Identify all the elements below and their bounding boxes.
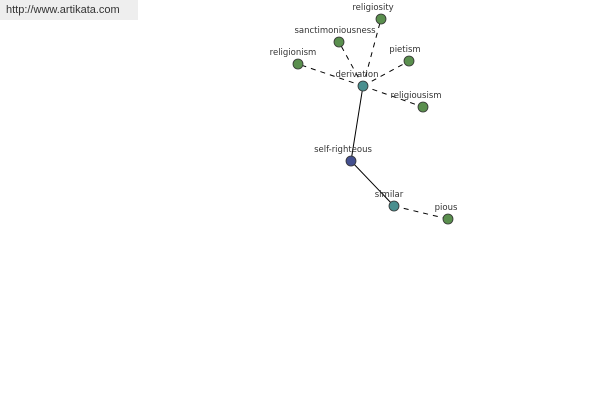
node-label-similar[interactable]: similar — [375, 190, 404, 200]
node-sanctimoniousness[interactable]: sanctimoniousness — [294, 26, 376, 48]
node-label-religionism[interactable]: religionism — [270, 48, 317, 58]
node-religiousism[interactable]: religiousism — [390, 91, 442, 113]
node-marker-self-righteous[interactable] — [345, 155, 357, 167]
node-marker-religionism[interactable] — [292, 58, 304, 70]
node-self-righteous[interactable]: self-righteous — [314, 145, 372, 167]
edge-derivation-religionism — [297, 63, 364, 87]
node-marker-pietism[interactable] — [403, 55, 415, 67]
watermark-link[interactable]: http://www.artikata.com — [0, 0, 138, 20]
node-label-pious[interactable]: pious — [435, 203, 458, 213]
node-label-religiousism[interactable]: religiousism — [390, 91, 441, 101]
edge-derivation-religiousism — [362, 85, 424, 108]
node-marker-sanctimoniousness[interactable] — [333, 36, 345, 48]
node-religiosity[interactable]: religiosity — [352, 3, 394, 25]
nodes-layer: religiosity sanctimoniousness religionism p… — [270, 3, 458, 225]
node-religionism[interactable]: religionism — [270, 48, 317, 70]
node-marker-pious[interactable] — [442, 213, 454, 225]
node-derivation[interactable]: derivation — [335, 70, 379, 92]
node-marker-derivation[interactable] — [357, 80, 369, 92]
edge-derivation-sanctimoniousness — [338, 41, 364, 87]
node-label-pietism[interactable]: pietism — [389, 45, 420, 55]
node-label-derivation[interactable]: derivation — [335, 70, 378, 80]
edges-layer — [297, 18, 449, 220]
node-marker-similar[interactable] — [388, 200, 400, 212]
edge-derivation-religiosity — [362, 18, 382, 87]
node-label-sanctimoniousness[interactable]: sanctimoniousness — [294, 26, 376, 36]
edge-self-righteous-derivation — [350, 85, 364, 162]
node-marker-religiousism[interactable] — [417, 101, 429, 113]
node-label-religiosity[interactable]: religiosity — [352, 3, 393, 13]
node-label-self-righteous[interactable]: self-righteous — [314, 145, 372, 155]
node-marker-religiosity[interactable] — [375, 13, 387, 25]
edge-self-righteous-similar — [350, 160, 395, 207]
node-pietism[interactable]: pietism — [389, 45, 421, 67]
node-pious[interactable]: pious — [435, 203, 458, 225]
node-similar[interactable]: similar — [375, 190, 404, 212]
edge-derivation-pietism — [362, 60, 410, 87]
